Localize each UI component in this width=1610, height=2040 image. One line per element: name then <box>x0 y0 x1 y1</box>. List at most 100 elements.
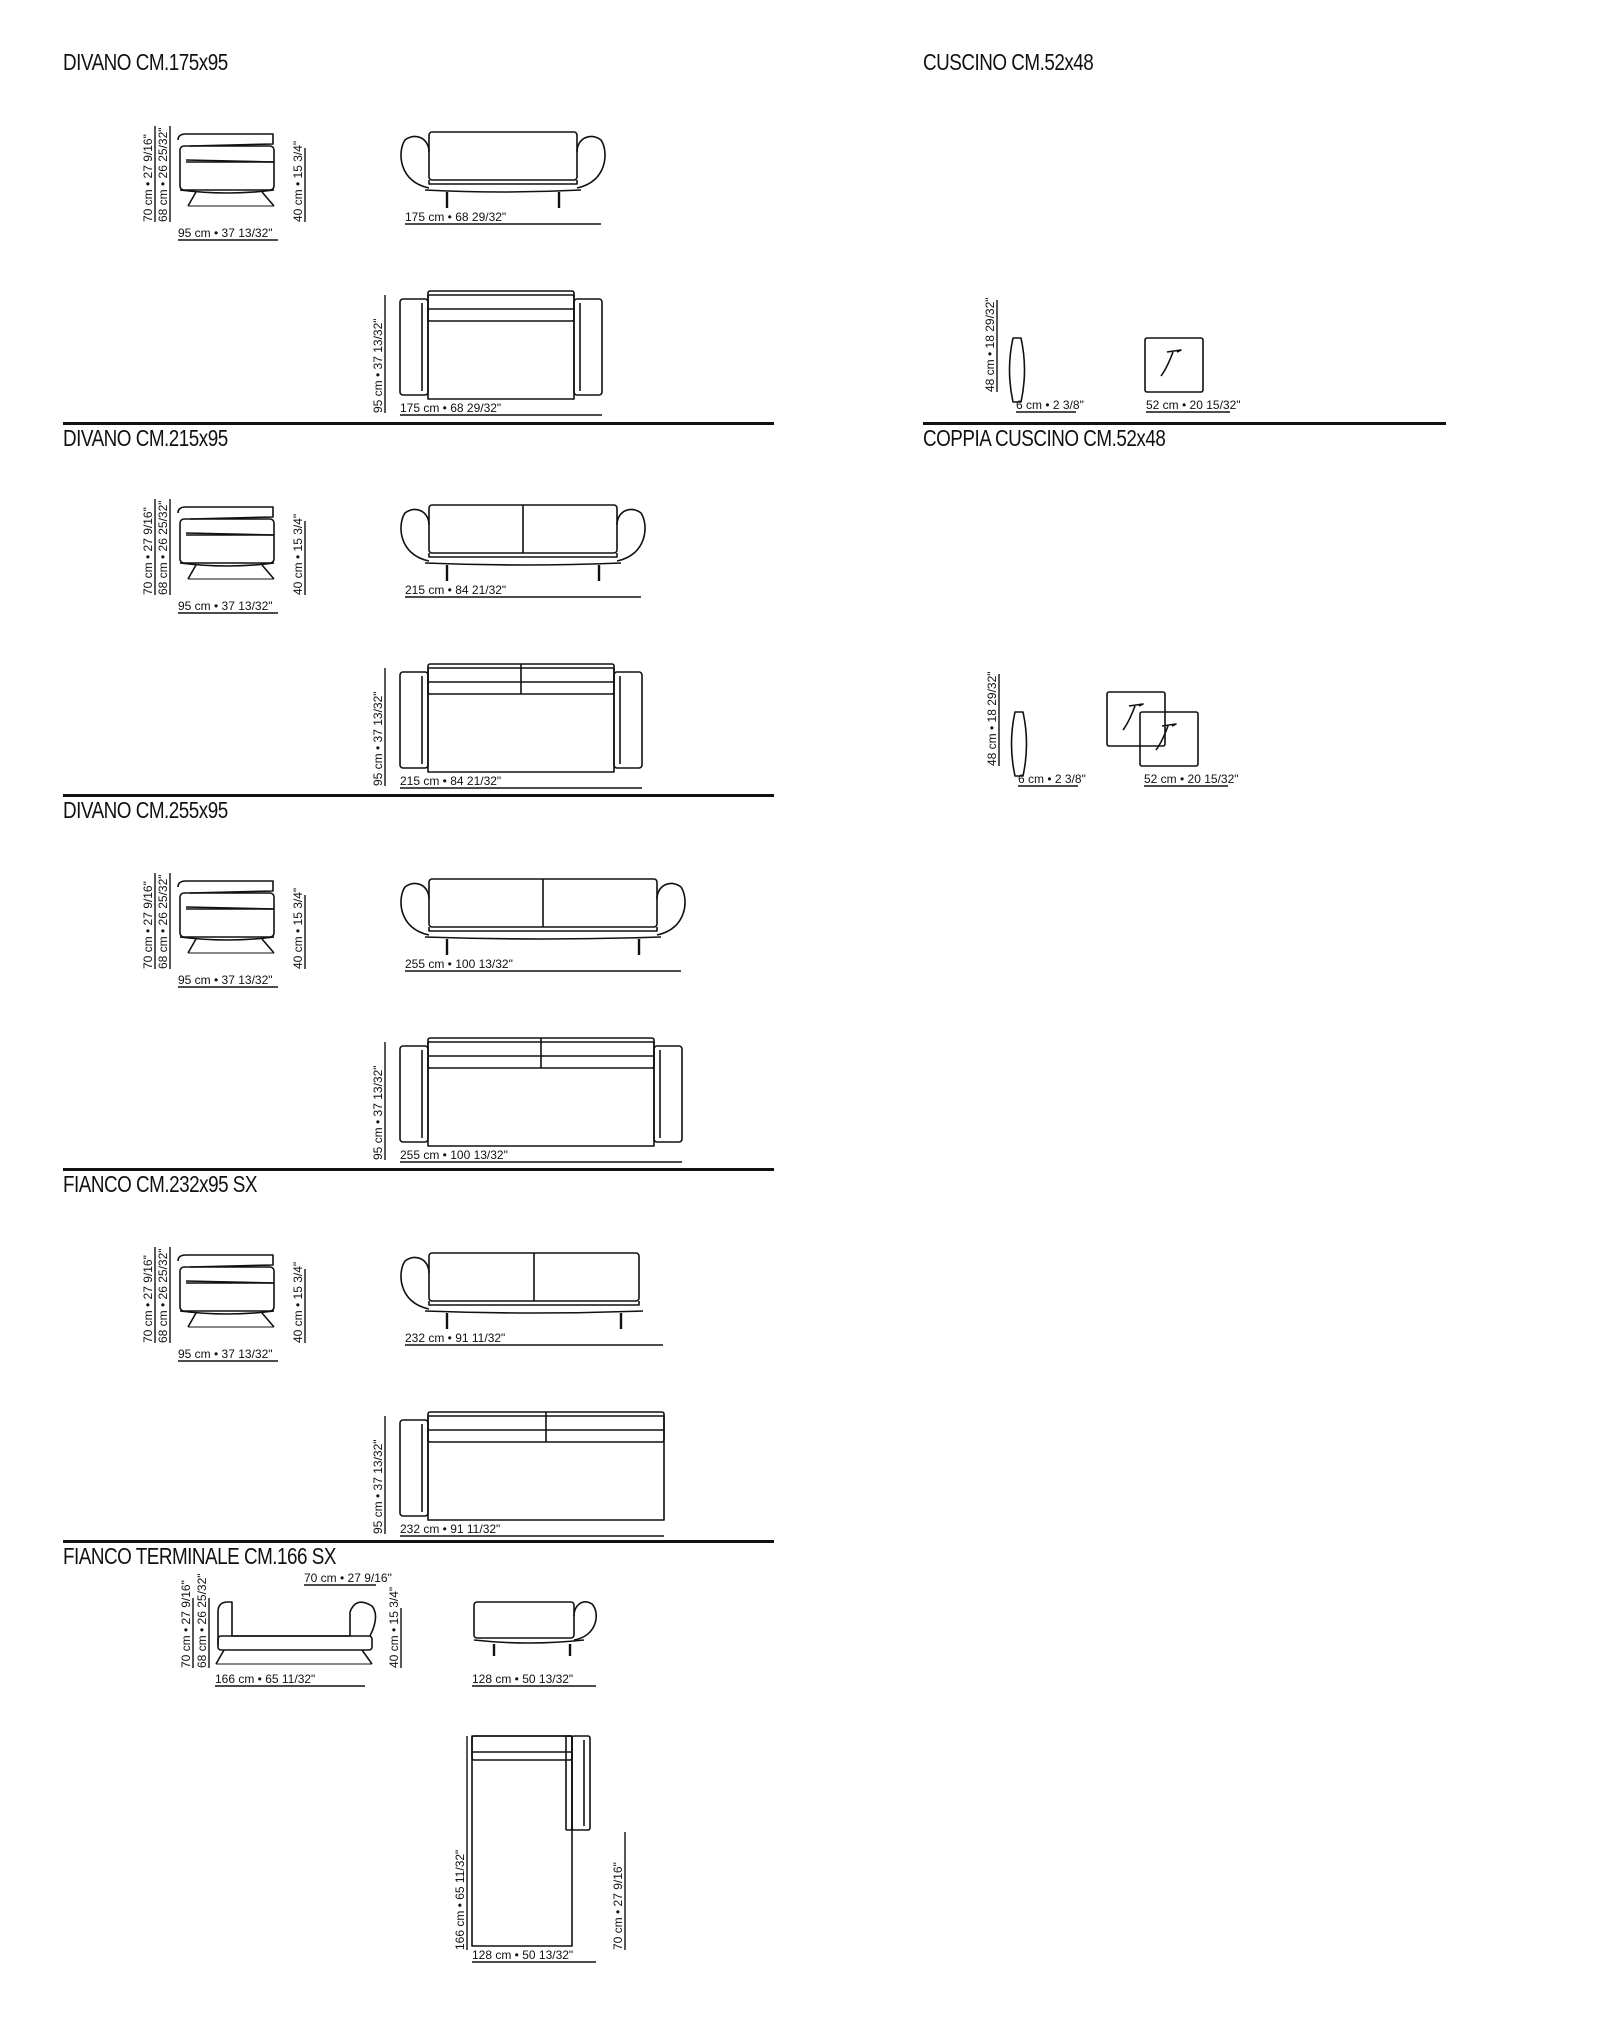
leg-line <box>187 191 197 207</box>
dim-side-seat-height-text: 40 cm • 15 3/4" <box>291 514 305 595</box>
dim-cuscino-height-text: 48 cm • 18 29/32" <box>983 297 997 392</box>
dim-terminal-seat-text: 40 cm • 15 3/4" <box>387 1587 401 1668</box>
leg-line <box>361 1649 373 1665</box>
dim-side-height-back-text: 68 cm • 26 25/32" <box>156 1248 170 1343</box>
cushion-front-outline <box>1139 711 1199 767</box>
left-arm-plan <box>399 298 429 396</box>
dim-top-depth-text: 95 cm • 37 13/32" <box>371 1439 385 1534</box>
dim-front-width-text: 232 cm • 91 11/32" <box>405 1331 505 1345</box>
section-divider <box>923 422 1446 425</box>
cushion-side-outline <box>1008 337 1026 403</box>
cushion-line <box>185 906 275 910</box>
top-view-drawing <box>399 663 643 773</box>
dim-front-width-text: 215 cm • 84 21/32" <box>405 583 506 597</box>
section-divider <box>63 1540 774 1543</box>
leg-line <box>261 564 275 580</box>
dim-coppia-height: 48 cm • 18 29/32" <box>985 671 1000 766</box>
seat-body-outline <box>179 892 275 938</box>
top-view-drawing <box>399 290 603 400</box>
coppia-front-back <box>1106 691 1166 747</box>
base-line <box>424 562 622 566</box>
section-title-coppia-cuscino: COPPIA CUSCINO CM.52x48 <box>923 425 1166 451</box>
seat-line <box>428 180 578 185</box>
dim-side-height-total: 70 cm • 27 9/16" <box>141 1247 156 1343</box>
dim-top-depth: 95 cm • 37 13/32" <box>371 1416 386 1534</box>
right-arm-plan <box>613 671 643 769</box>
dim-side-height-total-text: 70 cm • 27 9/16" <box>141 134 155 222</box>
section-title-fianco-terminale: FIANCO TERMINALE CM.166 SX <box>63 1543 336 1569</box>
base-line <box>179 1310 275 1315</box>
leg-line <box>261 191 275 207</box>
dim-top-width-text: 175 cm • 68 29/32" <box>400 401 501 415</box>
dim-terminal-height-back: 68 cm • 26 25/32" <box>195 1573 210 1668</box>
outline-path <box>177 506 274 520</box>
cushion-line <box>185 532 275 536</box>
leg-line <box>187 1312 197 1328</box>
dim-side-depth: 95 cm • 37 13/32" <box>178 226 278 241</box>
seat-body-outline <box>179 1266 275 1312</box>
dim-coppia-thick: 6 cm • 2 3/8" <box>1018 772 1086 787</box>
dim-side-height-total-text: 70 cm • 27 9/16" <box>141 1255 155 1343</box>
dim-side-height-back: 68 cm • 26 25/32" <box>156 873 171 969</box>
dim-plan-arm-text: 70 cm • 27 9/16" <box>611 1862 625 1950</box>
dim-side-height-total: 70 cm • 27 9/16" <box>141 873 156 969</box>
dim-coppia-width: 52 cm • 20 15/32" <box>1144 772 1239 787</box>
dim-side-seat-height-text: 40 cm • 15 3/4" <box>291 141 305 222</box>
dim-terminal-top-text: 70 cm • 27 9/16" <box>304 1571 392 1585</box>
dim-front-width-text: 255 cm • 100 13/32" <box>405 957 513 971</box>
dim-side-height-back-text: 68 cm • 26 25/32" <box>156 127 170 222</box>
dim-top-depth-text: 95 cm • 37 13/32" <box>371 1065 385 1160</box>
cushion-line <box>185 159 275 163</box>
side-view-drawing <box>177 880 275 954</box>
dim-side-depth-text: 95 cm • 37 13/32" <box>178 226 273 240</box>
base-line <box>179 936 275 941</box>
dim-plan-depth-text: 166 cm • 65 11/32" <box>453 1850 467 1950</box>
dim-front-width: 255 cm • 100 13/32" <box>405 957 681 972</box>
chaise-plan-outline <box>471 1735 573 1947</box>
base-line <box>473 1639 585 1644</box>
section-title-divano-215: DIVANO CM.215x95 <box>63 425 228 451</box>
dim-side-depth: 95 cm • 37 13/32" <box>178 1347 278 1362</box>
chaise-back-plan <box>471 1735 573 1761</box>
dim-cuscino-width-text: 52 cm • 20 15/32" <box>1146 398 1241 412</box>
dim-top-width: 175 cm • 68 29/32" <box>400 401 602 416</box>
dim-top-width: 232 cm • 91 11/32" <box>400 1522 664 1537</box>
chaise-back-front <box>473 1601 575 1639</box>
section-title-cuscino: CUSCINO CM.52x48 <box>923 49 1094 75</box>
section-title-fianco-232: FIANCO CM.232x95 SX <box>63 1171 257 1197</box>
section-divider <box>63 422 774 425</box>
left-arm-outline <box>400 135 430 189</box>
base-line <box>424 936 662 940</box>
dim-top-width: 215 cm • 84 21/32" <box>400 774 642 789</box>
dim-plan-depth: 166 cm • 65 11/32" <box>453 1736 468 1950</box>
right-arm-plan <box>653 1045 683 1143</box>
base-line <box>424 189 582 193</box>
cushion-front-outline <box>1106 691 1166 747</box>
right-arm-plan <box>573 298 603 396</box>
coppia-front <box>1139 711 1199 767</box>
dim-side-height-total-text: 70 cm • 27 9/16" <box>141 881 155 969</box>
dim-side-depth: 95 cm • 37 13/32" <box>178 973 278 988</box>
dim-side-height-back-text: 68 cm • 26 25/32" <box>156 874 170 969</box>
base-line <box>424 1310 644 1314</box>
terminal-side-view <box>215 1601 377 1665</box>
dim-cuscino-height: 48 cm • 18 29/32" <box>983 297 998 392</box>
side-view-drawing <box>177 1254 275 1328</box>
dim-side-height-back: 68 cm • 26 25/32" <box>156 126 171 222</box>
arm-gap <box>565 1735 573 1831</box>
section-title-divano-175: DIVANO CM.175x95 <box>63 49 228 75</box>
right-arm-outline <box>576 135 606 189</box>
dim-terminal-seat: 40 cm • 15 3/4" <box>387 1587 402 1668</box>
left-arm-outline <box>400 1256 430 1310</box>
dim-side-depth-text: 95 cm • 37 13/32" <box>178 973 273 987</box>
base-line <box>179 562 275 567</box>
chaise-outline <box>217 1601 377 1645</box>
dim-plan-width-text: 128 cm • 50 13/32" <box>472 1948 573 1962</box>
dim-top-depth: 95 cm • 37 13/32" <box>371 668 386 786</box>
leg-line <box>187 938 197 954</box>
dim-top-depth-text: 95 cm • 37 13/32" <box>371 691 385 786</box>
dim-terminal-depth-text: 166 cm • 65 11/32" <box>215 1672 315 1686</box>
cushion-crease <box>1122 703 1144 731</box>
side-view-drawing <box>177 133 275 207</box>
dim-coppia-thick-text: 6 cm • 2 3/8" <box>1018 772 1086 786</box>
